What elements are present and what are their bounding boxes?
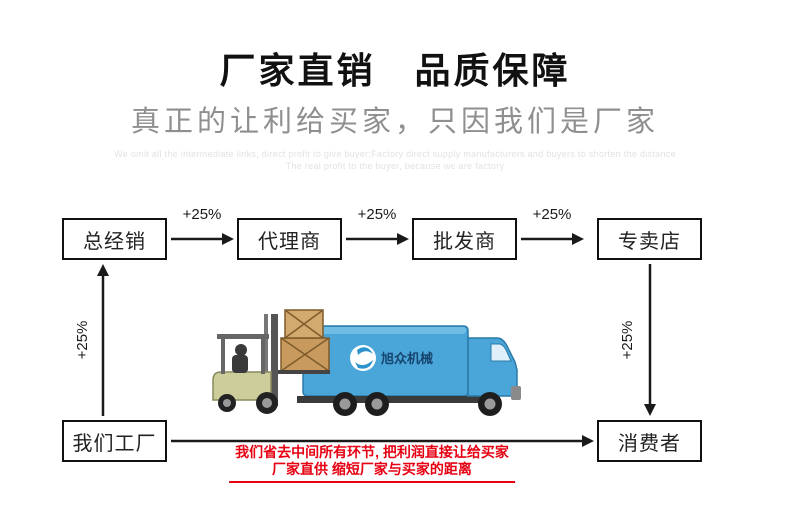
footer-slogan: 我们省去中间所有环节, 把利润直接让给买家 厂家直供 缩短厂家与买家的距离 <box>229 444 515 483</box>
watermark-line-1: We omit all the intermediate links, dire… <box>114 149 676 159</box>
forklift <box>212 314 330 414</box>
node-agent: 代理商 <box>237 218 342 260</box>
arrow-distributor-to-agent <box>171 233 234 245</box>
truck-brand-logo: 旭众机械 <box>350 345 433 371</box>
forklift-driver <box>235 344 247 356</box>
node-factory: 我们工厂 <box>62 420 167 462</box>
markup-label-1: +25% <box>182 206 222 223</box>
markup-label-left: +25% <box>74 320 91 360</box>
node-store: 专卖店 <box>597 218 702 260</box>
truck-brand-text: 旭众机械 <box>380 351 433 366</box>
cargo-crates <box>280 309 330 372</box>
arrow-agent-to-wholesaler <box>346 233 409 245</box>
markup-label-3: +25% <box>532 206 572 223</box>
page-title: 厂家直销 品质保障 <box>219 50 571 91</box>
subtitle: 真正的让利给买家，只因我们是厂家 <box>130 106 659 138</box>
node-wholesaler: 批发商 <box>412 218 517 260</box>
arrow-wholesaler-to-store <box>521 233 584 245</box>
truck-illustration: 旭众机械 <box>185 300 535 425</box>
footer-slogan-line-1: 我们省去中间所有环节, 把利润直接让给买家 <box>235 444 509 460</box>
markup-label-right: +25% <box>619 320 636 360</box>
footer-slogan-line-2: 厂家直供 缩短厂家与买家的距离 <box>272 461 472 477</box>
node-distributor: 总经销 <box>62 218 167 260</box>
watermark-line-2: The real profit to the buyer, because we… <box>285 161 505 171</box>
forklift-forks <box>278 370 330 374</box>
markup-label-2: +25% <box>357 206 397 223</box>
arrow-store-to-consumer <box>644 264 656 416</box>
node-consumer: 消费者 <box>597 420 702 462</box>
arrow-factory-to-distributor <box>97 264 109 416</box>
truck-bumper <box>511 386 521 400</box>
delivery-truck: 旭众机械 <box>297 325 521 416</box>
